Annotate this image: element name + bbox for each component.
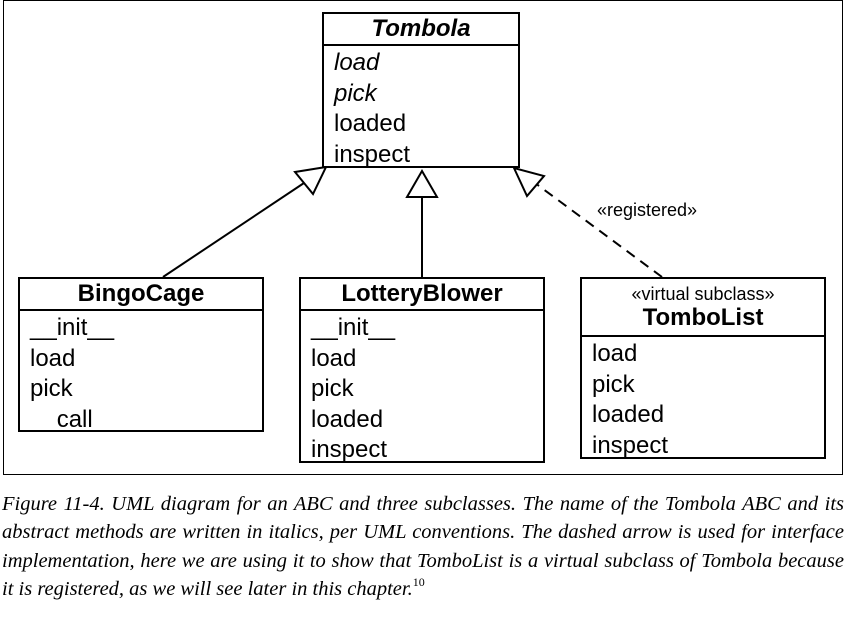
footnote-marker: 10 — [412, 575, 425, 590]
method-pick: pick — [334, 79, 377, 107]
class-name-bingocage: BingoCage — [20, 279, 262, 311]
inheritance-line-bingocage — [162, 180, 308, 278]
method-list-tombola: load pick loaded inspect — [324, 46, 518, 170]
class-lotteryblower: LotteryBlower __init__ load pick loaded … — [299, 277, 545, 463]
method-call: __call__ — [30, 405, 120, 433]
connectors — [162, 165, 663, 278]
class-name-tombolist: TomboList — [642, 304, 764, 331]
class-name-tombola: Tombola — [324, 14, 518, 46]
method-pick: pick — [311, 375, 354, 402]
method-init: __init__ — [311, 314, 396, 341]
method-loaded: loaded — [334, 110, 407, 137]
class-header-tombolist: «virtual subclass» TomboList — [582, 279, 824, 337]
figure-caption: Figure 11-4. UML diagram for an ABC and … — [2, 490, 844, 604]
class-tombola: Tombola load pick loaded inspect — [322, 12, 520, 168]
class-name-lotteryblower: LotteryBlower — [301, 279, 543, 311]
inheritance-arrowhead-lotteryblower — [405, 168, 439, 198]
method-load: load — [311, 344, 357, 372]
inheritance-arrowhead-tombolist — [512, 166, 546, 198]
method-load: load — [592, 340, 638, 367]
stereotype-label: «virtual subclass» — [631, 284, 775, 304]
method-load: load — [30, 344, 76, 372]
method-list-lotteryblower: __init__ load pick loaded inspect — [301, 311, 543, 466]
method-inspect: inspect — [592, 431, 669, 459]
method-list-tombolist: load pick loaded inspect — [582, 337, 824, 461]
registered-dashed-line — [534, 182, 663, 278]
method-loaded: loaded — [311, 405, 384, 433]
method-loaded: loaded — [592, 401, 665, 428]
method-pick: pick — [592, 370, 635, 398]
registered-label: «registered» — [597, 200, 698, 220]
caption-text: Figure 11-4. UML diagram for an ABC and … — [2, 493, 844, 601]
method-inspect: inspect — [311, 436, 388, 463]
method-inspect: inspect — [334, 140, 411, 168]
method-list-bingocage: __init__ load pick __call__ — [20, 311, 262, 435]
class-tombolist: «virtual subclass» TomboList load pick l… — [580, 277, 826, 459]
inheritance-arrowhead-bingocage — [293, 165, 328, 196]
method-init: __init__ — [30, 314, 115, 341]
method-load: load — [334, 49, 380, 76]
class-bingocage: BingoCage __init__ load pick __call__ — [18, 277, 264, 435]
method-pick: pick — [30, 375, 73, 402]
